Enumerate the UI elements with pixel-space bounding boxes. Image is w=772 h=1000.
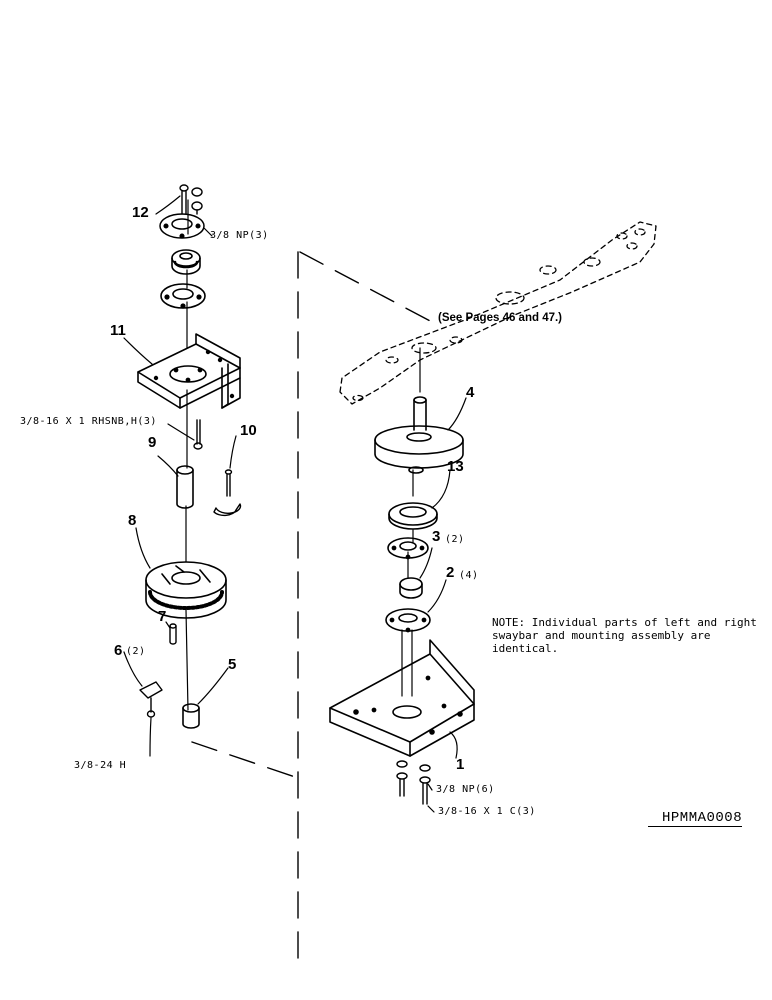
part-number-10: 10: [240, 422, 257, 439]
part-number-4: 4: [466, 384, 475, 401]
part-6-tab: [139, 681, 163, 718]
hardware-label-np-top: 3/8 NP(3): [210, 230, 269, 241]
part-1-mounting-plate: [329, 639, 475, 757]
part-number-7: 7: [158, 608, 167, 625]
part-12-flange: [159, 213, 205, 239]
quantity-6: (2): [126, 646, 146, 657]
hardware-label-rhsnb: 3/8-16 X 1 RHSNB,H(3): [20, 416, 157, 427]
part-3-bearing: [399, 577, 423, 599]
part-number-9: 9: [148, 434, 157, 451]
assembly-note: NOTE: Individual parts of left and right…: [492, 616, 757, 655]
part-number-5: 5: [228, 656, 237, 673]
right-assembly-axis: [401, 347, 421, 697]
part-number-12: 12: [132, 204, 149, 221]
see-pages-reference: (See Pages 46 and 47.): [438, 312, 563, 324]
swaybar-arm: [339, 221, 657, 405]
part-number-2: 2: [446, 564, 455, 581]
part-number-3: 3: [432, 528, 441, 545]
part-12-bolt: [179, 184, 203, 215]
part-11-bracket: [137, 333, 241, 409]
part-number-8: 8: [128, 512, 137, 529]
leader-lines: [123, 195, 467, 813]
mounting-bolts: [396, 760, 431, 805]
part-13-washer: [388, 502, 438, 530]
part-3-flange: [387, 537, 429, 560]
bearing-insert: [171, 249, 201, 275]
part-4-pivot-hub: [374, 396, 464, 474]
part-number-13: 13: [447, 458, 464, 475]
part-number-6: 6: [114, 642, 123, 659]
rhsnb-bolt: [193, 419, 203, 450]
part-5-bushing: [182, 703, 200, 729]
part-7-pin: [169, 623, 177, 645]
part-2-flange: [385, 608, 431, 633]
lower-flange: [160, 283, 206, 309]
quantity-2: (4): [459, 570, 479, 581]
part-9-spacer: [176, 465, 194, 509]
left-assembly-axis: [185, 199, 189, 711]
dashed-reference-lines: [191, 251, 433, 969]
quantity-3: (2): [445, 534, 465, 545]
hardware-label-3-8-24-h: 3/8-24 H: [74, 760, 127, 771]
part-8-sprocket: [145, 561, 227, 619]
hardware-label-np-bottom: 3/8 NP(6): [436, 784, 495, 795]
drawing-code: HPMMA0008: [648, 810, 743, 827]
part-number-1: 1: [456, 756, 465, 773]
hardware-label-c-bolt: 3/8-16 X 1 C(3): [438, 806, 536, 817]
part-number-11: 11: [110, 322, 126, 339]
part-10-pin: [213, 469, 242, 517]
